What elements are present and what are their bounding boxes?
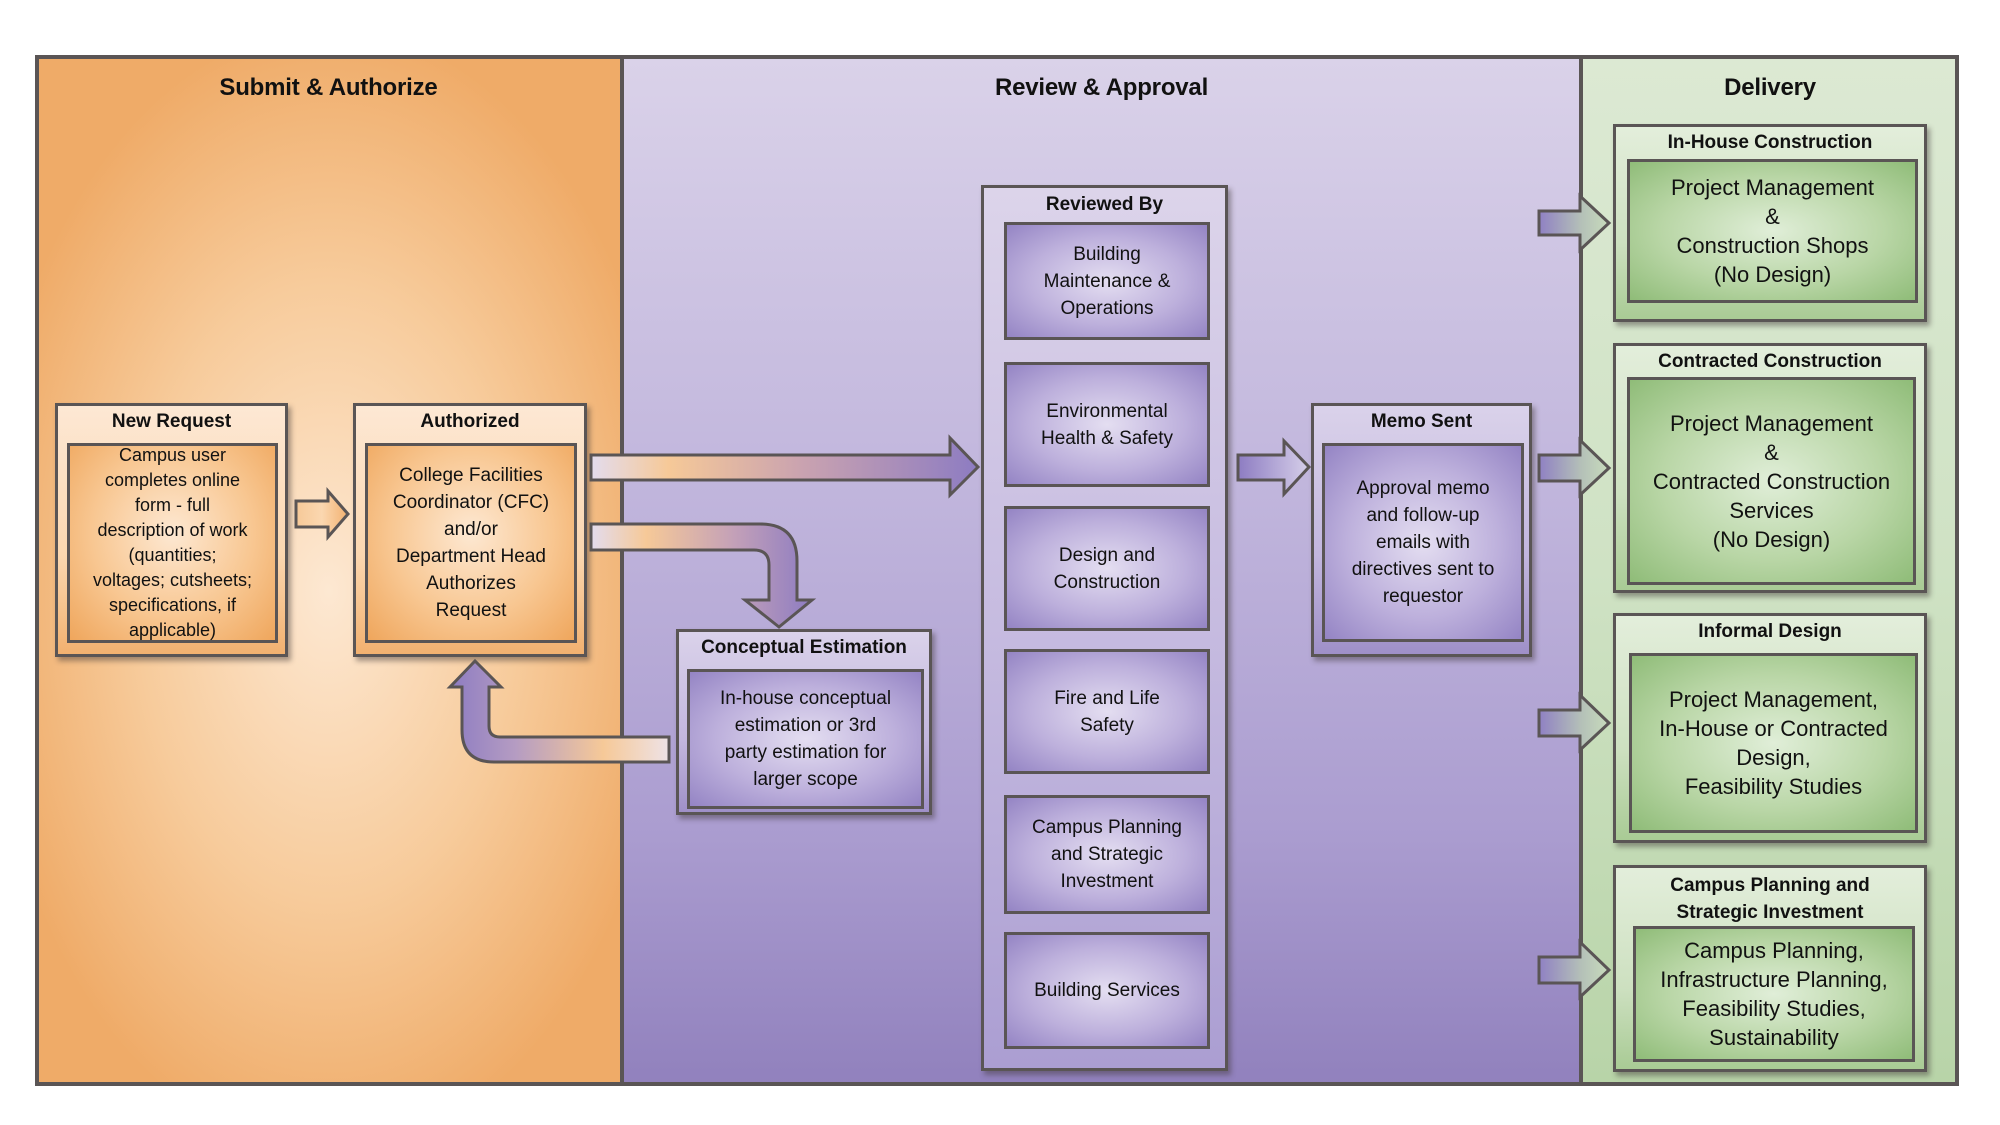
new-request-title: New Request (111, 411, 232, 432)
reviewer-design-construction: Design and Construction (1004, 506, 1210, 631)
delivery-text: Campus Planning, Infrastructure Planning… (1660, 938, 1888, 1050)
new-request-content: Campus user completes online form - full… (67, 443, 278, 643)
delivery-title: In-House Construction (1667, 132, 1873, 153)
reviewer-campus-planning: Campus Planning and Strategic Investment (1004, 795, 1210, 914)
delivery-content: Campus Planning, Infrastructure Planning… (1633, 926, 1915, 1062)
lane-title-review-approval: Review & Approval (994, 74, 1209, 101)
new-request-box: New Request Campus user completes online… (55, 403, 288, 657)
reviewed-by-title: Reviewed By (1045, 194, 1164, 215)
delivery-in-house-construction: In-House Construction Project Management… (1613, 124, 1927, 322)
delivery-content: Project Management & Contracted Construc… (1627, 377, 1916, 585)
reviewed-by-box: Reviewed By Building Maintenance & Opera… (981, 185, 1228, 1071)
reviewer-label: Building Services (1034, 980, 1180, 1001)
conceptual-estimation-text: In-house conceptual estimation or 3rd pa… (719, 688, 892, 790)
reviewer-fire-life-safety: Fire and Life Safety (1004, 649, 1210, 774)
delivery-text: Project Management & Construction Shops … (1671, 175, 1874, 287)
lane-title-delivery: Delivery (1724, 74, 1816, 101)
new-request-text: Campus user completes online form - full… (92, 445, 253, 640)
delivery-informal-design: Informal Design Project Management, In-H… (1613, 613, 1927, 843)
memo-sent-title: Memo Sent (1370, 411, 1473, 432)
authorized-content: College Facilities Coordinator (CFC) and… (365, 443, 577, 643)
reviewer-label: Design and Construction (1053, 544, 1161, 593)
reviewer-label: Fire and Life Safety (1054, 687, 1160, 736)
reviewer-environmental-health: Environmental Health & Safety (1004, 362, 1210, 487)
memo-sent-text: Approval memo and follow-up emails with … (1351, 478, 1495, 607)
reviewer-label: Building Maintenance & Operations (1043, 243, 1171, 319)
delivery-title: Contracted Construction (1658, 351, 1882, 372)
delivery-text: Project Management, In-House or Contract… (1659, 687, 1888, 799)
reviewer-label: Environmental Health & Safety (1040, 400, 1174, 449)
delivery-content: Project Management, In-House or Contract… (1629, 653, 1918, 833)
reviewer-building-services: Building Services (1004, 932, 1210, 1049)
lane-title-submit-authorize: Submit & Authorize (219, 74, 438, 101)
delivery-contracted-construction: Contracted Construction Project Manageme… (1613, 343, 1927, 593)
conceptual-estimation-content: In-house conceptual estimation or 3rd pa… (687, 669, 924, 809)
conceptual-estimation-box: Conceptual Estimation In-house conceptua… (676, 629, 932, 815)
delivery-title: Campus Planning and Strategic Investment (1670, 875, 1870, 923)
reviewer-label: Campus Planning and Strategic Investment (1032, 817, 1182, 892)
authorized-title: Authorized (420, 411, 520, 432)
authorized-box: Authorized College Facilities Coordinato… (353, 403, 587, 657)
conceptual-estimation-title: Conceptual Estimation (701, 637, 907, 658)
memo-sent-box: Memo Sent Approval memo and follow-up em… (1311, 403, 1532, 657)
diagram-frame (35, 55, 1959, 1086)
delivery-title: Informal Design (1698, 621, 1842, 642)
delivery-content: Project Management & Construction Shops … (1627, 159, 1918, 303)
memo-sent-content: Approval memo and follow-up emails with … (1322, 443, 1524, 642)
delivery-text: Project Management & Contracted Construc… (1652, 410, 1891, 552)
delivery-campus-planning: Campus Planning and Strategic Investment… (1613, 865, 1927, 1072)
reviewer-building-maintenance: Building Maintenance & Operations (1004, 222, 1210, 340)
authorized-text: College Facilities Coordinator (CFC) and… (392, 465, 550, 621)
